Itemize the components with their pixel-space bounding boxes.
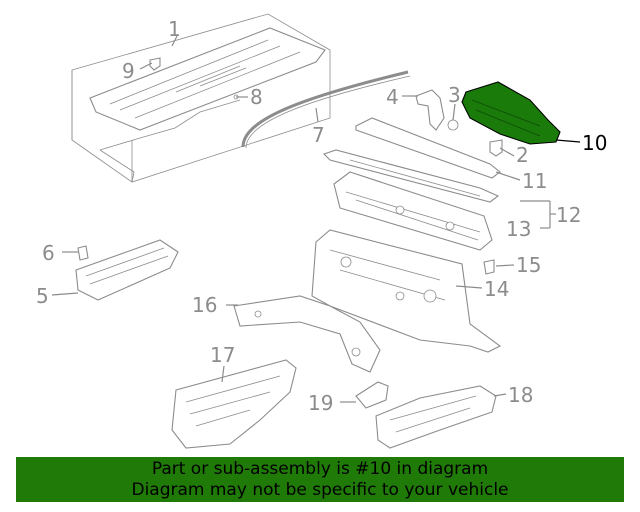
- part-9-clip: [149, 57, 161, 71]
- callout-17: 17: [210, 343, 235, 367]
- callout-10: 10: [582, 131, 607, 155]
- callout-11: 11: [522, 169, 547, 193]
- part-10-highlighted: [461, 81, 561, 145]
- callout-4: 4: [386, 85, 399, 109]
- callout-19: 19: [308, 391, 333, 415]
- callout-labels: 1 9 8 7 4 3 10 2 11 12 13 15 14 6 5 16 1…: [36, 17, 607, 415]
- part-5-plate: [75, 239, 179, 301]
- callout-9: 9: [122, 59, 135, 83]
- banner-line-2: Diagram may not be specific to your vehi…: [131, 480, 509, 500]
- callout-18: 18: [508, 383, 533, 407]
- part-18-reinforcement: [375, 385, 497, 449]
- callout-16: 16: [192, 293, 217, 317]
- callout-8: 8: [250, 85, 263, 109]
- part-15-clip: [483, 259, 495, 275]
- callout-14: 14: [484, 277, 509, 301]
- part-16-crossmember: [233, 295, 381, 373]
- part-17-carrier: [171, 359, 297, 449]
- part-10-shape: [461, 81, 561, 145]
- callout-2: 2: [516, 143, 529, 167]
- callout-12: 12: [556, 203, 581, 227]
- callout-7: 7: [312, 123, 325, 147]
- part-19-bracket: [355, 381, 389, 409]
- banner-line-1: Part or sub-assembly is #10 in diagram: [151, 459, 489, 479]
- callout-3: 3: [448, 83, 461, 107]
- callout-5: 5: [36, 284, 49, 308]
- callout-13: 13: [506, 217, 531, 241]
- callout-15: 15: [516, 253, 541, 277]
- part-3-nut: [447, 119, 459, 131]
- leader-lines: [51, 35, 581, 403]
- part-6-clip: [77, 245, 89, 261]
- callout-6: 6: [42, 241, 55, 265]
- callout-1: 1: [168, 17, 181, 41]
- part-7-weatherstrip: [241, 70, 411, 149]
- part-4-bracket: [415, 89, 445, 131]
- part-13-dash-upper: [333, 171, 493, 251]
- part-11-reinforcement: [322, 117, 501, 203]
- part-14-dash-panel: [311, 229, 502, 353]
- part-1-assembly-box: [71, 13, 331, 183]
- info-banner: Part or sub-assembly is #10 in diagram D…: [16, 457, 624, 502]
- part-2-clip: [489, 139, 503, 157]
